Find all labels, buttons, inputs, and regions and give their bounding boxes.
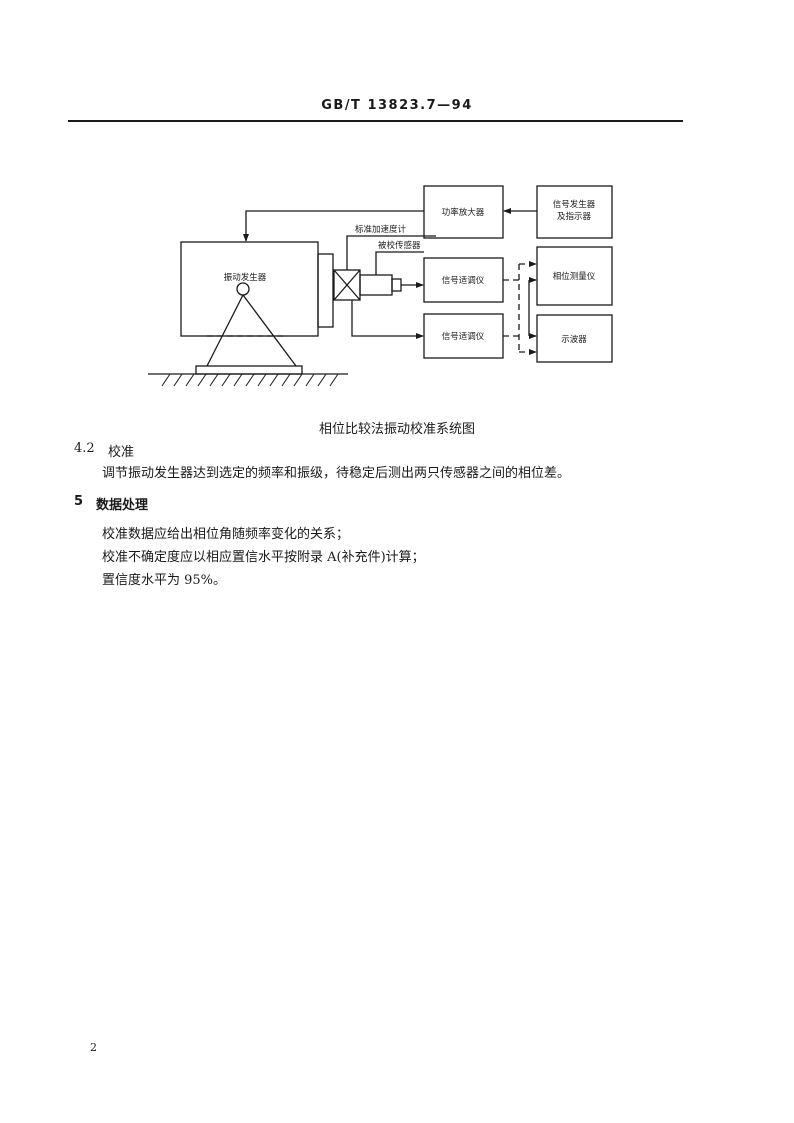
accelerometer-to-conditioner-2-arrow (351, 300, 424, 339)
figure-caption: 相位比较法振动校准系统图 (318, 422, 475, 437)
std-accel-leader (346, 235, 436, 270)
signal-conditioner-1-label: 信号适调仪 (442, 275, 485, 286)
oscilloscope-label: 示波器 (561, 334, 587, 345)
signal-generator-box (536, 185, 613, 239)
pivot-circle (236, 282, 250, 296)
header-rule (68, 120, 683, 122)
signal-generator-label-2: 及指示器 (557, 211, 592, 222)
oscilloscope-box (536, 314, 613, 363)
vibration-generator-flange (317, 253, 334, 328)
standard-accelerometer-label: 标准加速度计 (355, 224, 407, 235)
page-number: 2 (90, 1041, 97, 1054)
phase-meter-box (536, 246, 613, 306)
signal-generator-label-1: 信号发生器 (553, 199, 596, 210)
section-4-2-title: 校准 (108, 445, 135, 460)
calibrated-sensor-leader (375, 251, 424, 275)
section-5-number: 5 (74, 494, 84, 509)
vibration-generator-label: 振动发生器 (224, 272, 267, 283)
section-4-2-number: 4.2 (74, 441, 95, 456)
section-5-line-2: 校准不确定度应以相应置信水平按附录 A(补充件)计算； (102, 550, 425, 565)
standard-number-header: GB/T 13823.7—94 (321, 98, 473, 113)
ground-hatching (161, 373, 339, 387)
calibrated-sensor-box (359, 274, 393, 296)
sensor-connector (391, 278, 402, 292)
section-5-line-3: 置信度水平为 95%。 (102, 573, 227, 588)
section-4-2-paragraph: 调节振动发生器达到选定的频率和振级，待稳定后测出两只传感器之间的相位差。 (102, 466, 571, 481)
base-plate (195, 365, 303, 375)
calibrated-sensor-label: 被校传感器 (378, 240, 421, 251)
section-5-line-1: 校准数据应给出相位角随频率变化的关系； (102, 527, 350, 542)
signal-conditioner-2-label: 信号适调仪 (442, 331, 485, 342)
power-amplifier-label: 功率放大器 (442, 207, 485, 218)
phase-meter-label: 相位测量仪 (553, 271, 596, 282)
section-5-title: 数据处理 (96, 498, 149, 513)
amp-to-generator-arrow (243, 210, 424, 242)
calibration-system-diagram: 振动发生器 功率放大器 信号发生器 及指示器 信号适调仪 信号适调仪 相位测量仪… (148, 185, 613, 387)
